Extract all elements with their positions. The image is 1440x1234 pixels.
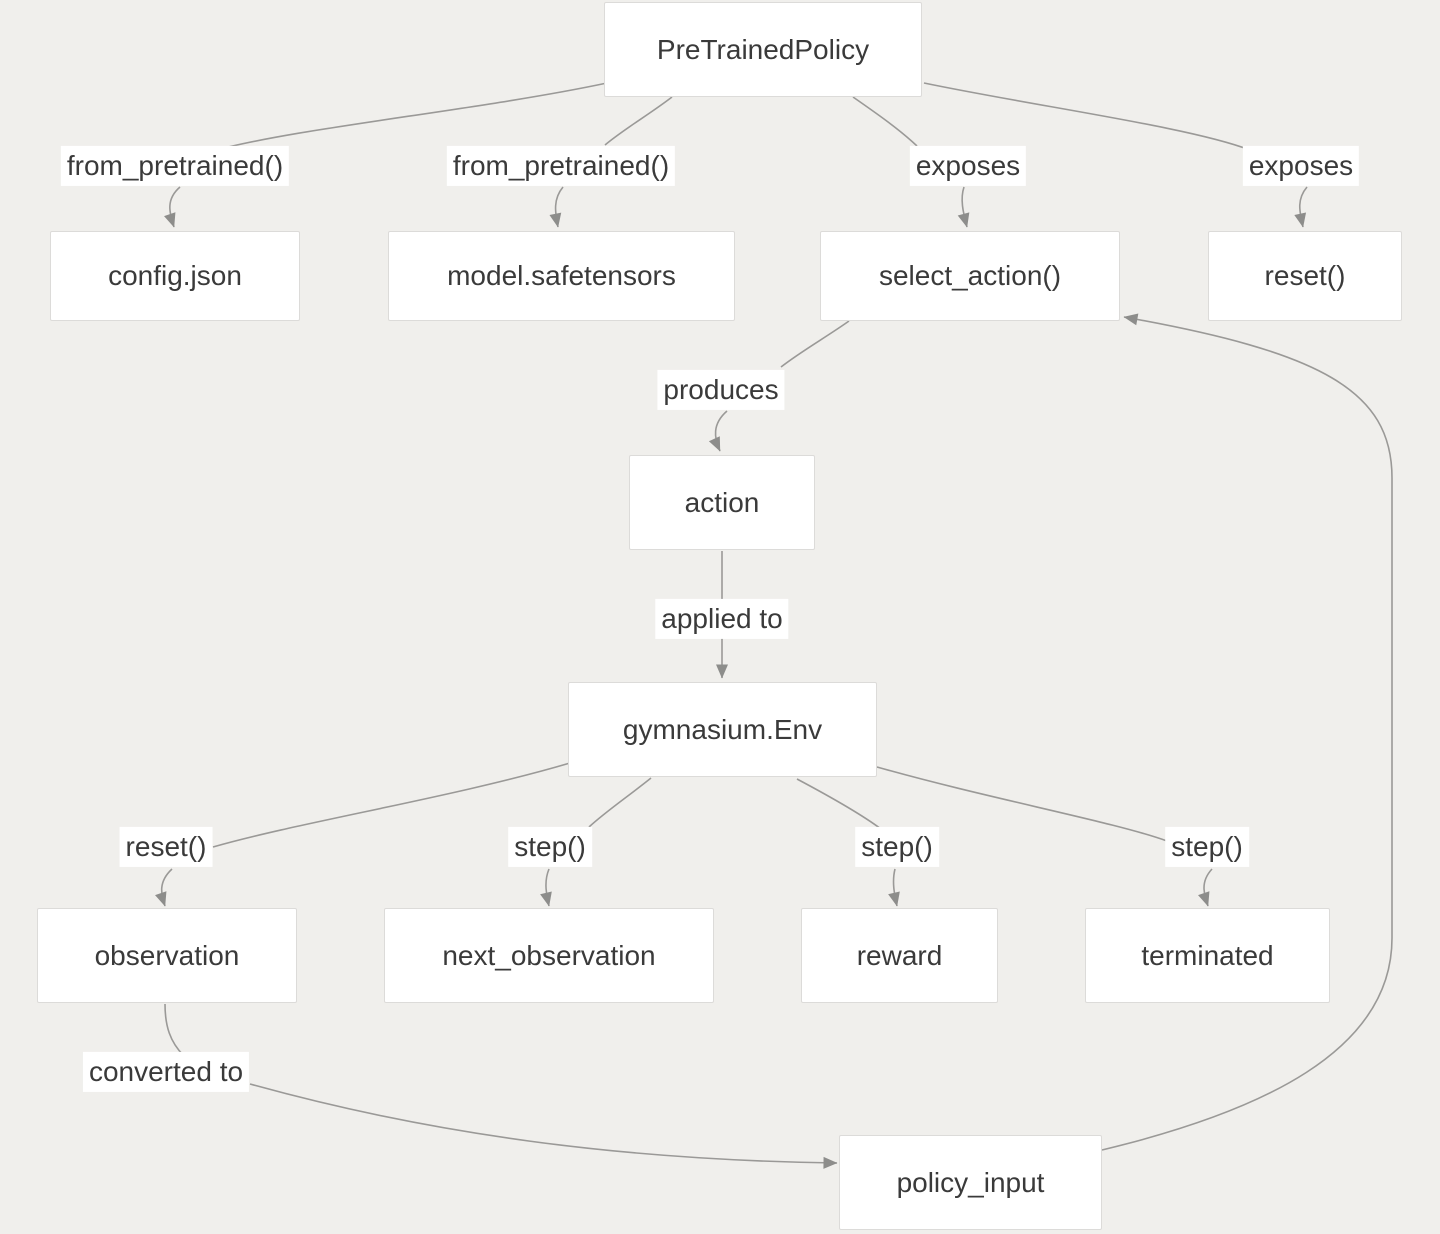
- edge-gymnasiumenv-observation-upper: [212, 762, 571, 848]
- edge-gymnasiumenv-reward-upper: [796, 778, 882, 830]
- node-observation: observation: [37, 908, 297, 1003]
- edge-label-step-3: step(): [1165, 826, 1249, 868]
- node-terminated: terminated: [1085, 908, 1330, 1003]
- edge-gymnasiumenv-nextobservation-arrow: [540, 868, 552, 907]
- node-model-safetensors: model.safetensors: [388, 231, 735, 321]
- node-action: action: [629, 455, 815, 550]
- edge-label-step-1: step(): [508, 826, 592, 868]
- edge-observation-policyinput-arrow: [249, 1083, 838, 1169]
- edge-selectaction-action-arrow: [708, 410, 728, 452]
- edge-label-reset-call: reset(): [119, 826, 213, 868]
- node-policy-input: policy_input: [839, 1135, 1102, 1230]
- node-config-json: config.json: [50, 231, 300, 321]
- node-next-observation: next_observation: [384, 908, 714, 1003]
- node-reward: reward: [801, 908, 998, 1003]
- edge-gymnasiumenv-observation-arrow: [155, 868, 173, 907]
- edge-pretrainedpolicy-reset-arrow: [1294, 186, 1308, 228]
- edge-label-step-2: step(): [855, 826, 939, 868]
- edge-label-from-pretrained-2: from_pretrained(): [446, 145, 676, 187]
- edge-policyinput-selectaction-arrow: [1101, 313, 1393, 1151]
- edge-label-exposes-2: exposes: [1242, 145, 1360, 187]
- edge-selectaction-action-upper: [780, 320, 850, 368]
- edge-pretrainedpolicy-configjson-arrow: [164, 186, 181, 228]
- node-reset: reset(): [1208, 231, 1402, 321]
- edge-gymnasiumenv-terminated-arrow: [1198, 868, 1213, 907]
- edge-pretrainedpolicy-selectaction-upper: [852, 96, 918, 147]
- edge-label-produces: produces: [657, 369, 785, 411]
- edge-pretrainedpolicy-modelsafetensors-arrow: [549, 186, 564, 228]
- edge-observation-policyinput-upper: [164, 1003, 185, 1057]
- node-pretrainedpolicy: PreTrainedPolicy: [604, 2, 922, 97]
- node-select-action: select_action(): [820, 231, 1120, 321]
- edge-pretrainedpolicy-configjson-upper: [212, 82, 608, 152]
- edge-gymnasiumenv-terminated-upper: [876, 766, 1168, 842]
- edge-label-exposes-1: exposes: [909, 145, 1027, 187]
- node-gymnasium-env: gymnasium.Env: [568, 682, 877, 777]
- edge-label-converted-to: converted to: [82, 1051, 250, 1093]
- edge-label-from-pretrained-1: from_pretrained(): [60, 145, 290, 187]
- edge-pretrainedpolicy-reset-upper: [923, 82, 1251, 151]
- edge-label-applied-to: applied to: [655, 598, 789, 640]
- edge-pretrainedpolicy-selectaction-arrow: [957, 186, 970, 228]
- edge-gymnasiumenv-nextobservation-upper: [588, 777, 652, 828]
- edge-pretrainedpolicy-modelsafetensors-upper: [604, 96, 673, 146]
- edge-gymnasiumenv-reward-arrow: [888, 868, 900, 907]
